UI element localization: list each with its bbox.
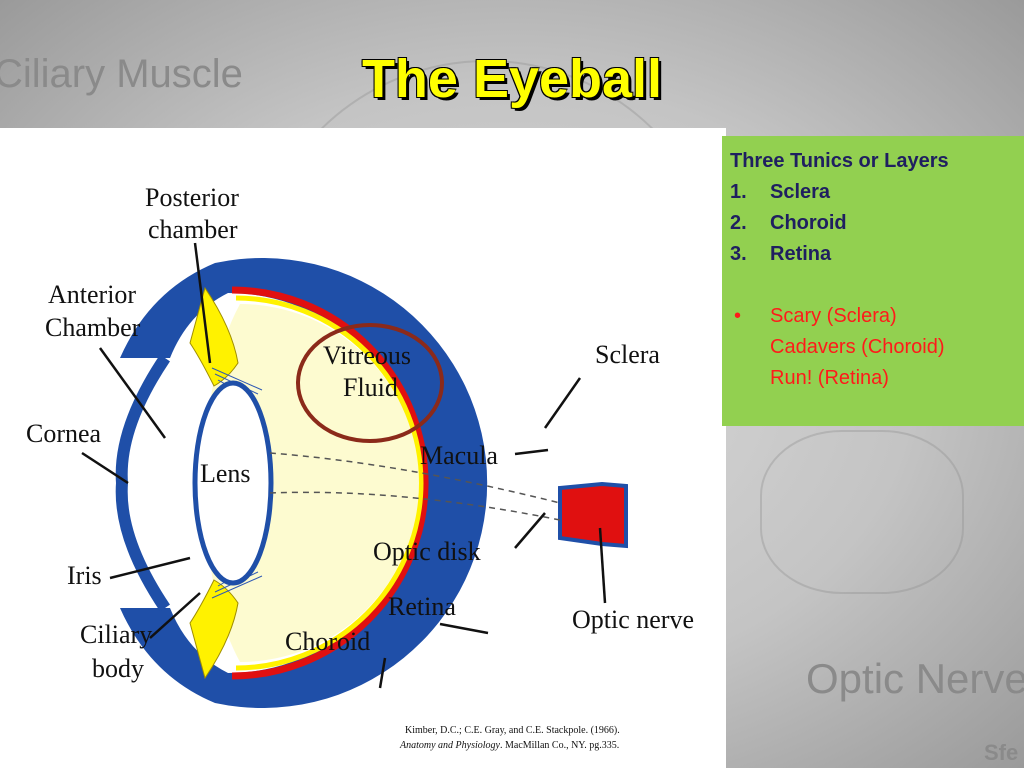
notes-spacer — [730, 270, 1016, 301]
label-anterior-chamber-line1: Anterior — [48, 280, 136, 309]
label-posterior-chamber-line2: chamber — [148, 215, 238, 244]
mnemonic-line: Cadavers (Choroid) — [770, 336, 945, 358]
layer-number: 2. — [730, 212, 747, 234]
label-vitreous-fluid-line2: Fluid — [343, 373, 398, 402]
mnemonic-list: • Scary (Sclera) Cadavers (Choroid) Run!… — [730, 301, 1016, 394]
slide-title: The Eyeball — [361, 49, 663, 109]
label-ciliary-body-line2: body — [92, 654, 144, 683]
vitreous-highlight-circle — [296, 323, 444, 443]
mnemonic-bullet: • — [734, 305, 742, 327]
label-macula: Macula — [420, 441, 498, 470]
label-choroid: Choroid — [285, 627, 370, 656]
background-label-ciliary-muscle: Ciliary Muscle — [0, 52, 243, 96]
mnemonic-lines: Scary (Sclera) Cadavers (Choroid) Run! (… — [770, 301, 945, 394]
label-ciliary-body-line1: Ciliary — [80, 620, 152, 649]
lens-shape — [192, 380, 274, 586]
layer-label: Sclera — [770, 181, 831, 203]
label-retina: Retina — [388, 592, 456, 621]
retina-layer — [235, 295, 424, 671]
notes-heading: Three Tunics or Layers — [730, 150, 949, 172]
label-cornea: Cornea — [26, 419, 102, 448]
eye-diagram-panel: Posterior chamber Anterior Chamber Corne… — [0, 128, 726, 768]
background-nerve-outline — [760, 430, 964, 594]
tunics-notes-box: Three Tunics or Layers 1. Sclera 2. Choroi… — [722, 136, 1024, 426]
vitreous-chamber — [205, 304, 419, 662]
label-iris: Iris — [67, 561, 102, 590]
citation-publisher: . MacMillan Co., NY. pg.335. — [500, 740, 619, 751]
label-sclera: Sclera — [595, 340, 660, 369]
label-optic-disk: Optic disk — [373, 537, 481, 566]
layer-number: 1. — [730, 181, 747, 203]
layer-label: Retina — [770, 243, 832, 265]
citation-line1: Kimber, D.C.; C.E. Gray, and C.E. Stackp… — [405, 725, 620, 736]
label-optic-nerve: Optic nerve — [572, 605, 694, 634]
citation-title: Anatomy and Physiology — [399, 740, 501, 751]
layer-label: Choroid — [770, 212, 847, 234]
layer-number: 3. — [730, 243, 747, 265]
background-label-optic-nerve: Optic Nerve — [806, 655, 1024, 702]
background-label-fragment: Sfe — [984, 740, 1019, 765]
mnemonic-line: Run! (Retina) — [770, 367, 889, 389]
cornea-shape — [115, 354, 170, 612]
choroid-layer — [231, 286, 429, 680]
sclera-layer — [120, 258, 488, 708]
label-anterior-chamber-line2: Chamber — [45, 313, 141, 342]
layer-item: 2. Choroid — [730, 208, 1016, 239]
mnemonic-line: Scary (Sclera) — [770, 305, 897, 327]
label-lens: Lens — [200, 459, 251, 488]
visual-axis-lower — [269, 491, 561, 521]
optic-nerve-shape — [558, 481, 628, 549]
eye-diagram: Posterior chamber Anterior Chamber Corne… — [26, 183, 694, 751]
visual-axis-upper — [269, 452, 561, 504]
label-posterior-chamber-line1: Posterior — [145, 183, 239, 212]
layers-list: 1. Sclera 2. Choroid 3. Retina — [730, 177, 1016, 270]
citation-line2: Anatomy and Physiology. MacMillan Co., N… — [399, 740, 619, 751]
layer-item: 1. Sclera — [730, 177, 1016, 208]
leader-lines — [81, 242, 607, 689]
label-vitreous-fluid-line1: Vitreous — [323, 341, 411, 370]
layer-item: 3. Retina — [730, 239, 1016, 270]
